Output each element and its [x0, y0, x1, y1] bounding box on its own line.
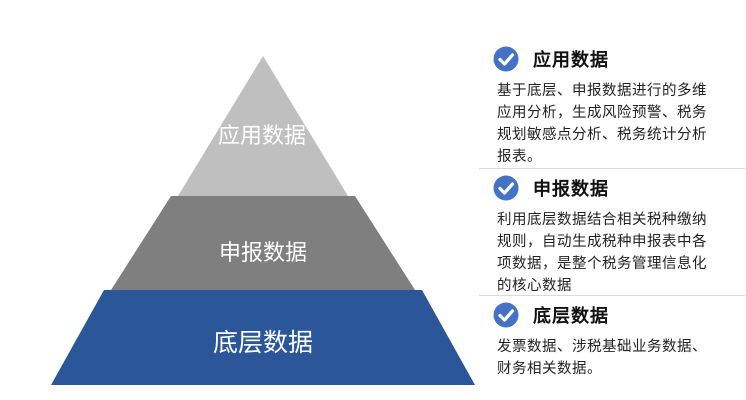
check-circle-icon [493, 302, 519, 328]
pyramid-tier-bottom [51, 290, 475, 385]
check-circle-icon [493, 46, 519, 72]
divider [479, 168, 745, 169]
pyramid-tier-top [178, 56, 348, 196]
block-title: 申报数据 [533, 179, 609, 200]
block-description: 发票数据、涉税基础业务数据、财务相关数据。 [497, 339, 707, 377]
pyramid-diagram [51, 56, 475, 385]
block-description: 利用底层数据结合相关税种缴纳规则，自动生成税种申报表中各项数据，是整个税务管理信… [497, 212, 707, 294]
block-title: 应用数据 [533, 50, 609, 71]
pyramid-tier-middle [111, 196, 415, 290]
info-block-declaration: 申报数据 利用底层数据结合相关税种缴纳规则，自动生成税种申报表中各项数据，是整个… [493, 173, 741, 297]
tier-label-middle: 申报数据 [218, 241, 307, 266]
tier-label-top: 应用数据 [217, 124, 306, 149]
block-description: 基于底层、申报数据进行的多维应用分析，生成风险预警、税务规划敏感点分析、税务统计… [497, 83, 707, 165]
info-block-base: 底层数据 发票数据、涉税基础业务数据、财务相关数据。 [493, 300, 741, 380]
block-title: 底层数据 [533, 306, 609, 327]
divider [479, 295, 745, 296]
info-block-application: 应用数据 基于底层、申报数据进行的多维应用分析，生成风险预警、税务规划敏感点分析… [493, 44, 741, 168]
tier-label-bottom: 底层数据 [212, 328, 313, 357]
check-circle-icon [493, 175, 519, 201]
